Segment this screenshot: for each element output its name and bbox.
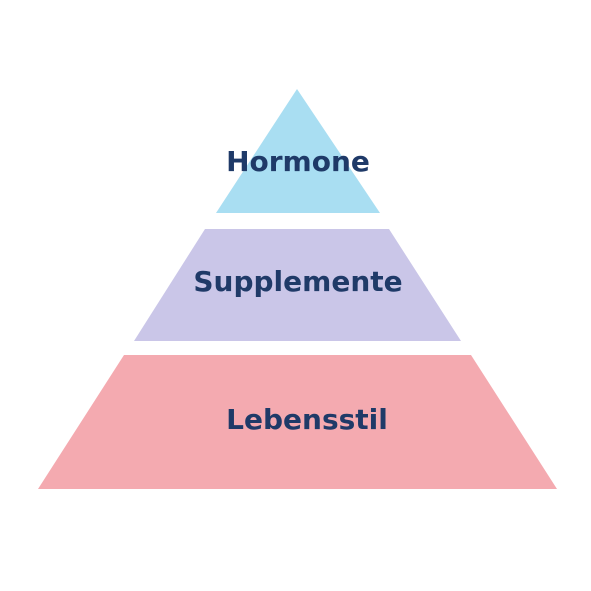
tier-top-label: Hormone [226,145,370,178]
tier-middle-shape [134,229,461,341]
tier-top-shape [216,89,380,213]
tier-bottom-label: Lebensstil [226,403,388,436]
tier-bottom-shape [38,355,557,489]
tier-middle-label: Supplemente [193,265,402,298]
